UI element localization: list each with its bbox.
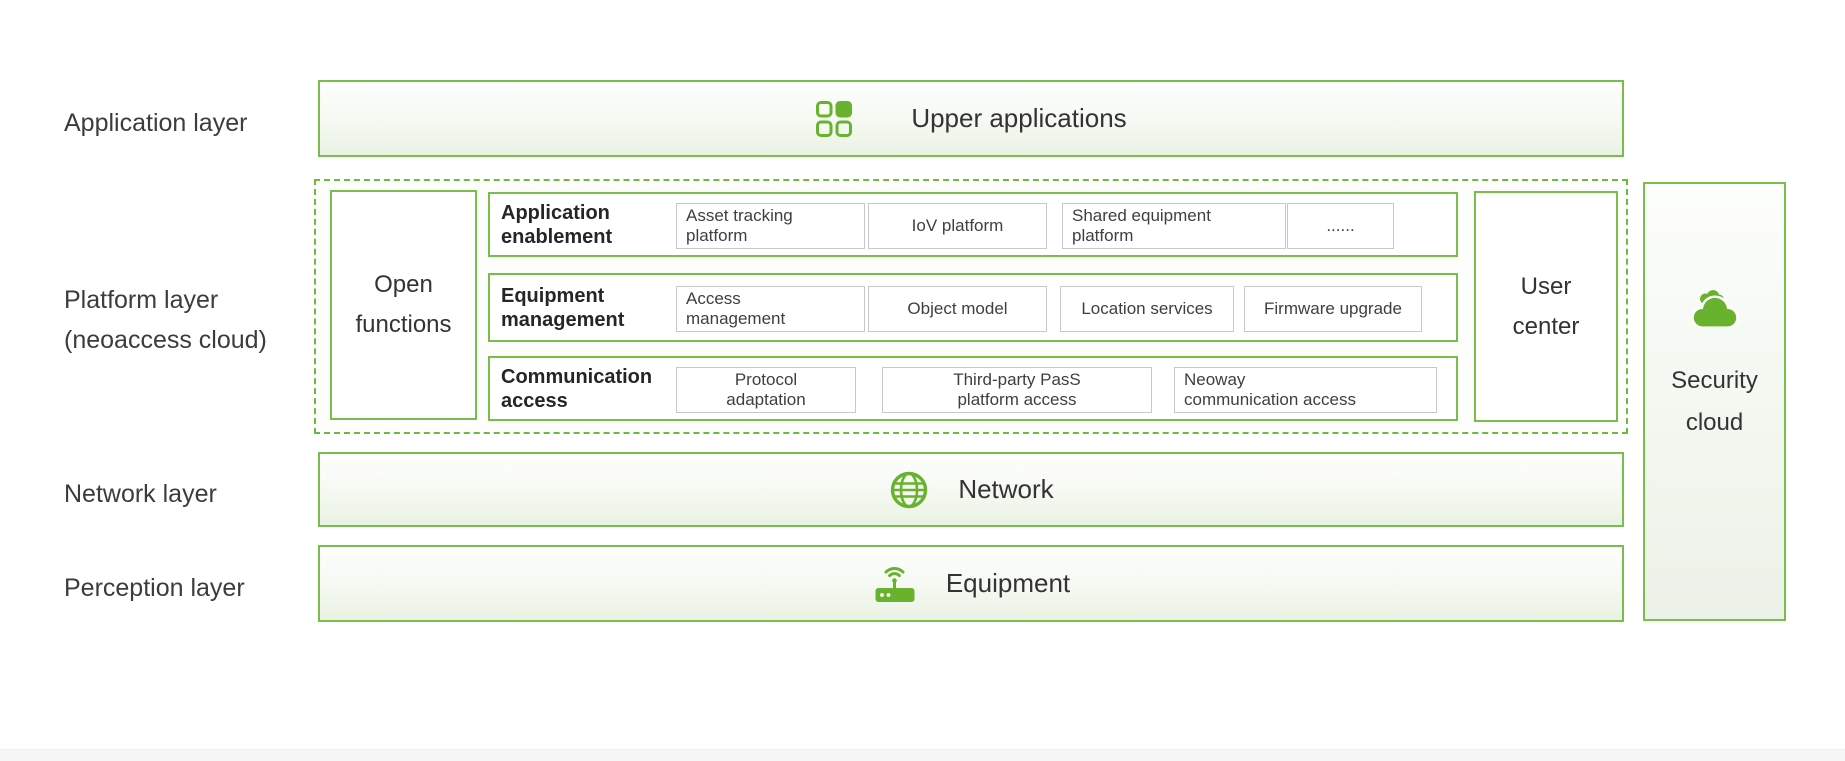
row-category: Communication access [501,365,653,412]
item-location-services: Location services [1060,286,1234,332]
row-category: Application enablement [501,201,613,248]
item-third-party-pass-access: Third-party PasS platform access [882,367,1152,413]
equipment-box: Equipment [318,545,1624,622]
router-wifi-icon [872,563,918,605]
row-application-enablement: Application enablement Asset tracking pl… [488,192,1458,257]
item-neoway-communication-access: Neoway communication access [1174,367,1437,413]
upper-applications-box: Upper applications [318,80,1624,157]
user-center-box: User center [1474,191,1618,422]
row-equipment-management: Equipment management Access management O… [488,273,1458,342]
security-cloud-label: Security cloud [1671,367,1758,436]
item-ellipsis: ...... [1287,203,1394,249]
label-platform-layer: Platform layer (neoaccess cloud) [64,286,267,354]
item-asset-tracking-platform: Asset tracking platform [676,203,865,249]
item-object-model: Object model [868,286,1047,332]
apps-grid-icon [815,100,853,138]
item-iov-platform: IoV platform [868,203,1047,249]
item-firmware-upgrade: Firmware upgrade [1244,286,1422,332]
upper-applications-title: Upper applications [911,103,1127,133]
label-perception-layer: Perception layer [64,574,245,602]
open-functions-label: Open functions [355,271,452,338]
item-protocol-adaptation: Protocol adaptation [676,367,856,413]
open-functions-box: Open functions [330,190,477,420]
row-communication-access: Communication access Protocol adaptation… [488,356,1458,421]
network-title: Network [958,474,1054,504]
item-shared-equipment-platform: Shared equipment platform [1062,203,1286,249]
label-application-layer: Application layer [64,109,248,137]
globe-icon [888,469,930,511]
cloud-icon [1687,286,1743,332]
equipment-title: Equipment [945,568,1071,598]
item-access-management: Access management [676,286,865,332]
row-category: Equipment management [501,284,625,331]
security-cloud-box: Security cloud [1643,182,1786,621]
page-bottom-divider [0,749,1845,761]
user-center-label: User center [1512,272,1580,340]
label-network-layer: Network layer [64,480,217,508]
network-box: Network [318,452,1624,527]
